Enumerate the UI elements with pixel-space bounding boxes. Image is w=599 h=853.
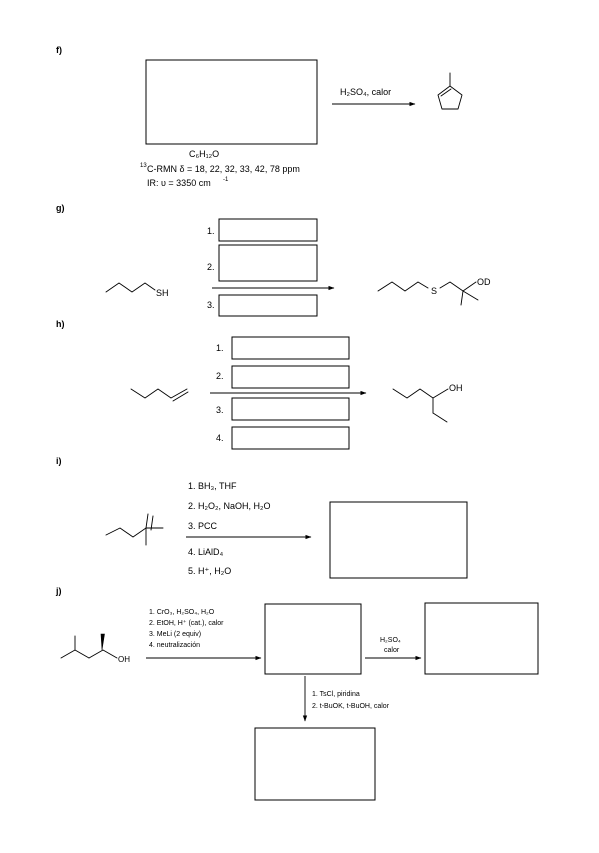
j-step-3: 3. MeLi (2 equiv) bbox=[149, 631, 201, 638]
h-step-1-box[interactable] bbox=[231, 336, 350, 360]
g-step-3-box[interactable] bbox=[218, 294, 318, 317]
i-answer-box[interactable] bbox=[329, 501, 468, 579]
j-product-box-bottom[interactable] bbox=[254, 727, 376, 801]
i-step-2: 2. H₂O₂, NaOH, H₂O bbox=[188, 501, 271, 511]
f-product-methylcyclopentene bbox=[437, 72, 463, 110]
i-step-3: 3. PCC bbox=[188, 521, 218, 531]
h-product-hexanol bbox=[392, 388, 449, 423]
h-step-4-box[interactable] bbox=[231, 426, 350, 450]
j-product-box-right[interactable] bbox=[424, 602, 539, 675]
g-step-1-box[interactable] bbox=[218, 218, 318, 242]
j-reagent2-line2: calor bbox=[384, 647, 400, 654]
label-i: i) bbox=[56, 456, 62, 466]
i-step-1: 1. BH₃, THF bbox=[188, 481, 237, 491]
g-reactant-sh: SH bbox=[156, 288, 169, 298]
j-step-4: 4. neutralización bbox=[149, 642, 200, 649]
g-product-s: S bbox=[431, 286, 437, 296]
h-step-3-box[interactable] bbox=[231, 397, 350, 421]
g-product-od: OD bbox=[477, 277, 491, 287]
label-h: h) bbox=[56, 319, 65, 329]
j-step-1: 1. CrO₃, H₂SO₄, H₂O bbox=[149, 609, 215, 616]
label-f: f) bbox=[56, 45, 62, 55]
j-down-step-1: 1. TsCl, piridina bbox=[312, 691, 360, 698]
j-intermediate-box[interactable] bbox=[264, 603, 362, 675]
g-step-2-box[interactable] bbox=[218, 244, 318, 282]
i-step-4: 4. LiAlD₄ bbox=[188, 547, 224, 557]
g-product-thioether bbox=[377, 281, 479, 306]
f-nmr-data: C-RMN δ = 18, 22, 32, 33, 42, 78 ppm bbox=[147, 164, 300, 174]
g-reactant-butanethiol bbox=[105, 282, 156, 293]
i-reactant-methylpentene bbox=[105, 513, 164, 546]
h-step-1-number: 1. bbox=[216, 343, 224, 353]
f-ir-exponent: -1 bbox=[223, 177, 229, 183]
label-j: j) bbox=[55, 586, 62, 596]
j-reagent2-line1: H₂SO₄ bbox=[380, 637, 401, 644]
f-ir-data: IR: υ = 3350 cm bbox=[147, 178, 211, 188]
h-reactant-pentene bbox=[130, 388, 189, 402]
j-reactant-oh: OH bbox=[118, 655, 130, 664]
g-step-1-number: 1. bbox=[207, 226, 215, 236]
f-reagent: H₂SO₄, calor bbox=[340, 87, 391, 97]
f-answer-box[interactable] bbox=[145, 59, 318, 145]
h-step-2-box[interactable] bbox=[231, 365, 350, 389]
h-step-4-number: 4. bbox=[216, 433, 224, 443]
f-nmr-isotope: 13 bbox=[140, 163, 147, 169]
label-g: g) bbox=[56, 203, 65, 213]
h-step-2-number: 2. bbox=[216, 371, 224, 381]
j-down-step-2: 2. t-BuOK, t-BuOH, calor bbox=[312, 703, 390, 710]
j-step-2: 2. EtOH, H⁺ (cat.), calor bbox=[149, 619, 224, 627]
i-step-5: 5. H⁺, H₂O bbox=[188, 566, 231, 576]
g-step-2-number: 2. bbox=[207, 262, 215, 272]
j-reactant-dimethylbutanol bbox=[60, 633, 118, 659]
g-step-3-number: 3. bbox=[207, 300, 215, 310]
h-product-oh: OH bbox=[449, 383, 463, 393]
h-step-3-number: 3. bbox=[216, 405, 224, 415]
f-formula: C₆H₁₂O bbox=[189, 149, 219, 159]
